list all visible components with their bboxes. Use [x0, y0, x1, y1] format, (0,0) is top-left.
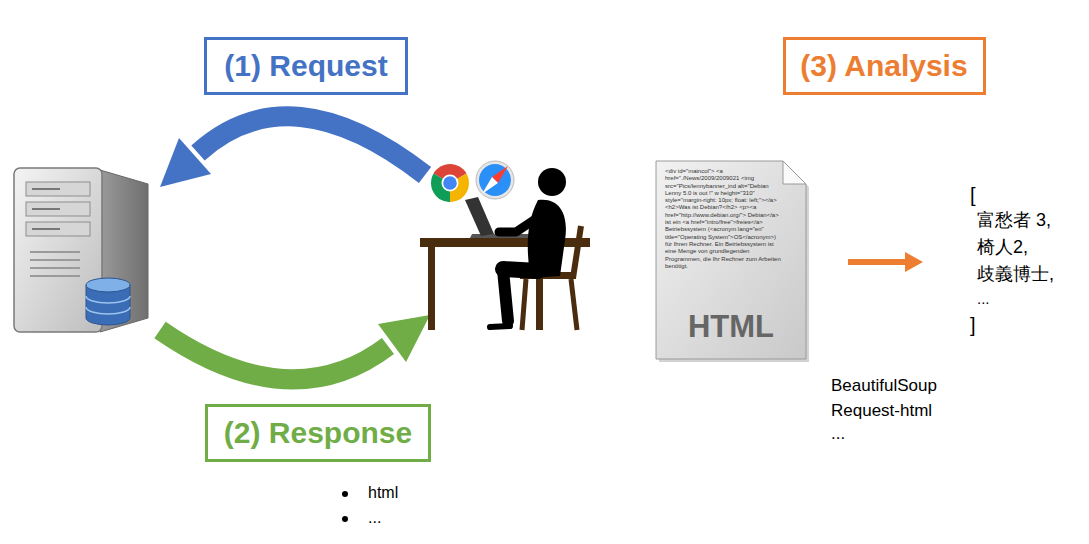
- server-illustration: [32, 228, 60, 230]
- user-illustration: [499, 212, 546, 232]
- user-illustration: [490, 326, 510, 327]
- server-illustration: [30, 275, 80, 277]
- server-illustration: [26, 222, 90, 236]
- analysis-arrow: [905, 252, 923, 272]
- step-title: (1) Request: [224, 49, 387, 84]
- library-name: Request-html: [831, 401, 932, 421]
- chrome-icon: [431, 164, 469, 202]
- step-title-box: (1) Request: [204, 37, 408, 95]
- server-illustration: [32, 208, 60, 210]
- bullet-dot: [342, 491, 348, 497]
- response-arrow: [160, 315, 430, 379]
- server-illustration: [86, 307, 130, 314]
- analysis-arrow: [848, 252, 923, 272]
- server-illustration: [86, 296, 130, 303]
- server-illustration: [30, 267, 80, 269]
- response-arrow: [160, 330, 388, 379]
- step-title-box: (3) Analysis: [783, 37, 986, 95]
- bracket: [: [970, 183, 976, 207]
- document-outline: [656, 161, 806, 359]
- safari-icon: [482, 177, 498, 194]
- user-illustration: [522, 279, 526, 330]
- step-title-box: (2) Response: [205, 404, 431, 462]
- document-label: HTML: [655, 300, 807, 360]
- chrome-icon: [443, 176, 457, 190]
- bullet-dot: [342, 516, 348, 522]
- safari-icon: [476, 161, 514, 199]
- server-illustration: [30, 251, 80, 253]
- list-item: ...: [977, 290, 990, 308]
- chrome-icon: [442, 175, 459, 192]
- request-arrow: [160, 138, 211, 187]
- bracket: ]: [970, 313, 976, 337]
- list-item: 椅人2,: [977, 237, 1028, 259]
- safari-icon: [476, 161, 514, 199]
- request-arrow: [198, 116, 425, 175]
- user-illustration: [538, 168, 566, 196]
- safari-icon: [479, 164, 511, 196]
- list-item: 富愁者 3,: [977, 210, 1051, 232]
- server-illustration: [26, 202, 90, 216]
- step-title: (3) Analysis: [800, 49, 967, 84]
- user-illustration: [428, 247, 435, 330]
- user-illustration: [465, 197, 494, 236]
- server-illustration: [30, 259, 80, 261]
- bullet-dot: [342, 491, 348, 522]
- document-fold: [783, 161, 806, 184]
- request-arrow: [160, 116, 425, 187]
- list-item: 歧義博士,: [977, 264, 1054, 286]
- library-name: BeautifulSoup: [831, 376, 937, 396]
- html-document: <div id="maincol"> <a href="./News/2009/…: [655, 160, 807, 360]
- server-illustration: [32, 188, 60, 190]
- step-title: (2) Response: [224, 416, 412, 451]
- user-illustration: [503, 270, 508, 321]
- server-illustration: [26, 182, 90, 196]
- bullet-item: html: [368, 483, 398, 502]
- user-illustration: [573, 226, 581, 278]
- server-illustration: [86, 278, 130, 292]
- bullet-item: ...: [368, 508, 381, 527]
- response-arrow: [378, 315, 430, 362]
- analysis-arrow: [848, 259, 906, 265]
- library-name: ...: [831, 424, 845, 444]
- html-code: <div id="maincol"> <a href="./News/2009/…: [655, 160, 807, 270]
- user-illustration: [571, 279, 577, 330]
- server-illustration: [14, 168, 148, 332]
